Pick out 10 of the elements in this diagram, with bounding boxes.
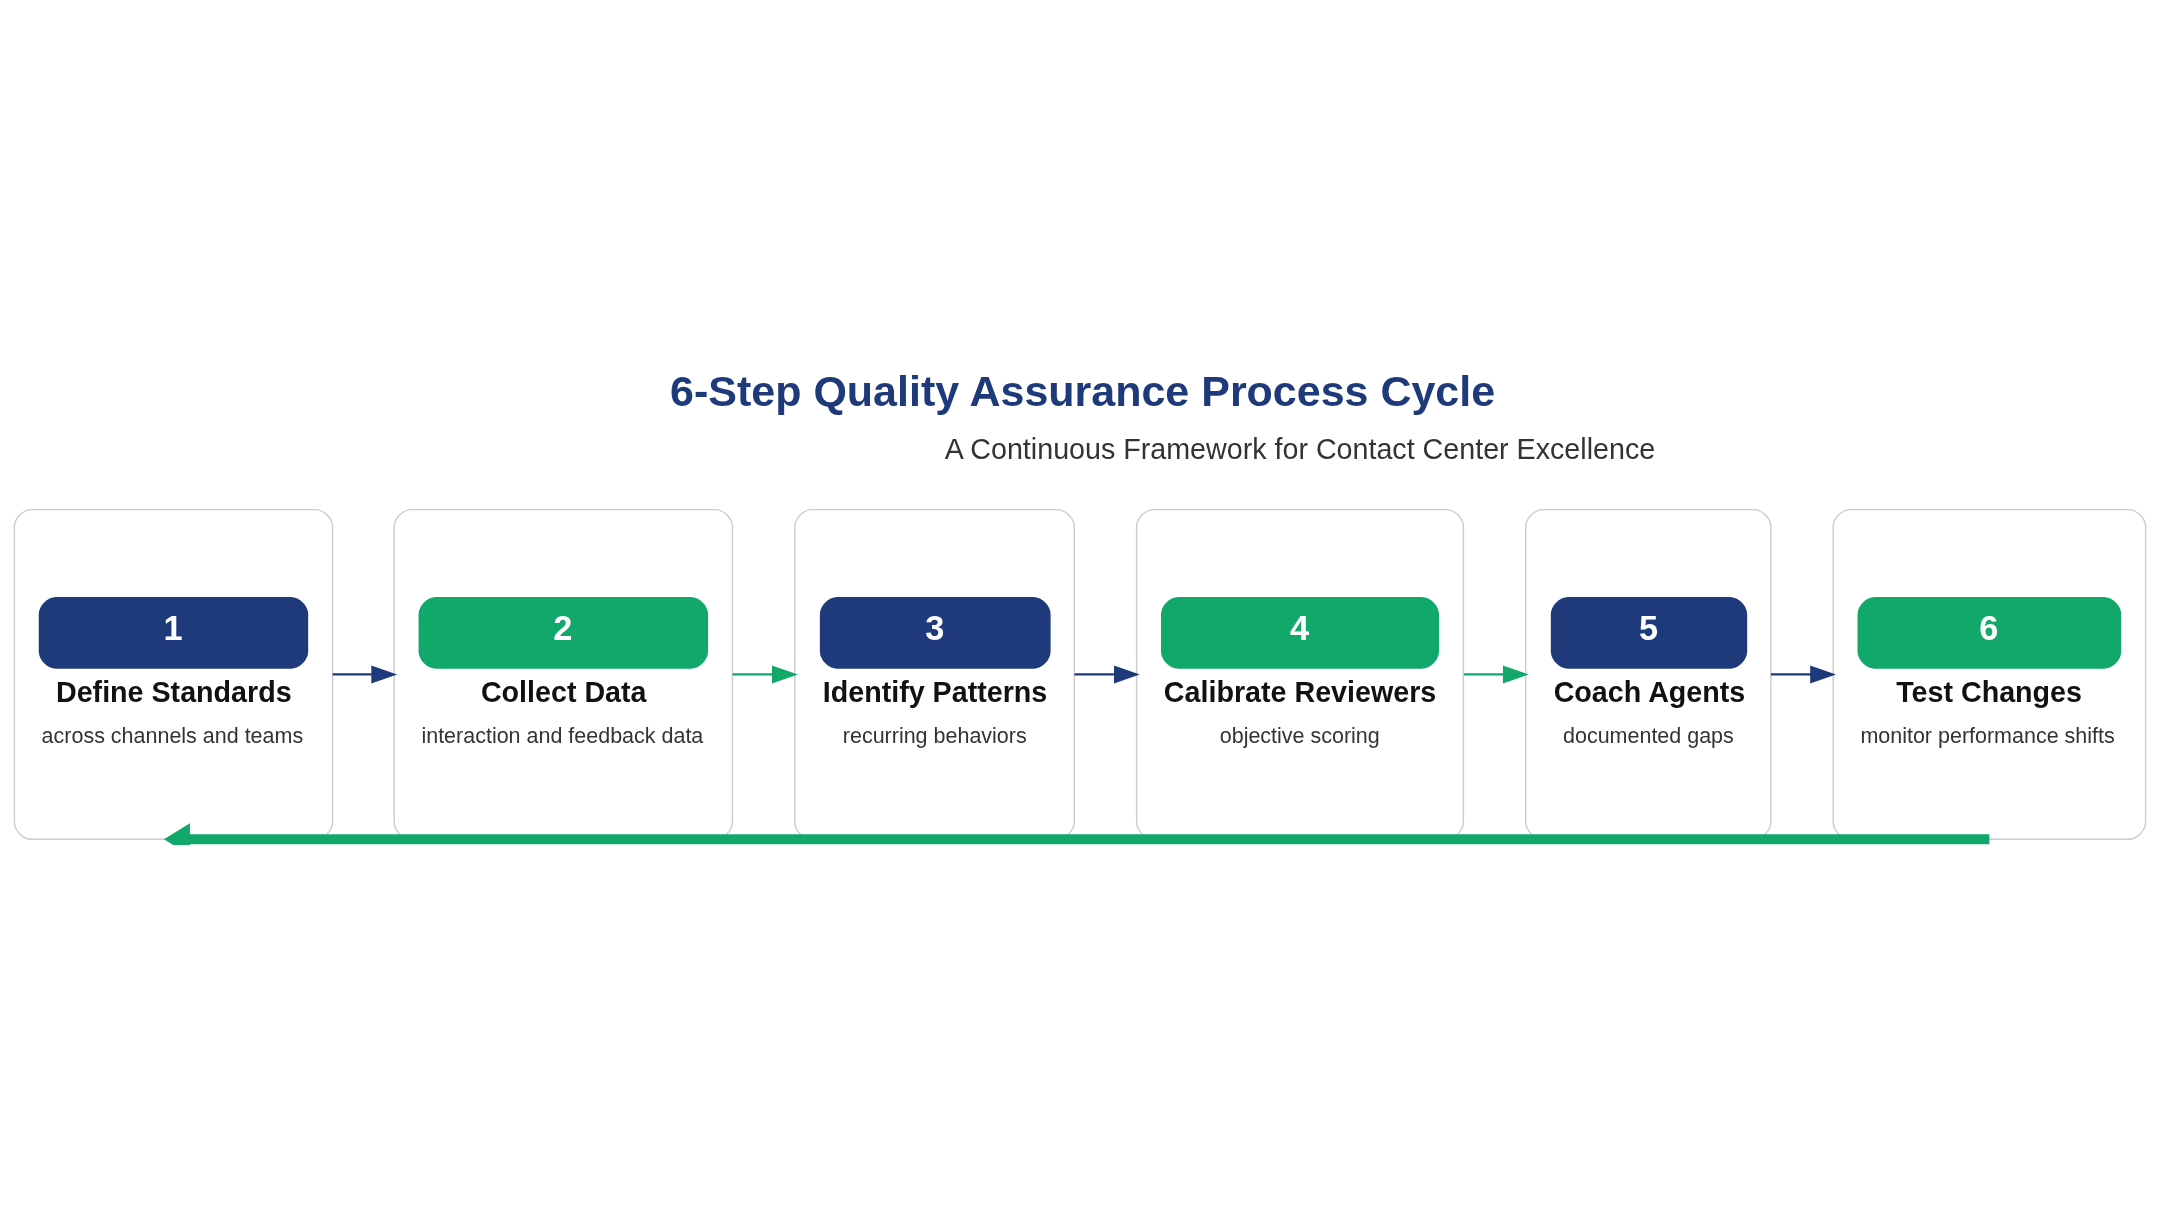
- diagram-title: 6-Step Quality Assurance Process Cycle: [670, 366, 1496, 415]
- arrow: [1770, 664, 1836, 683]
- arrow: [1074, 664, 1140, 683]
- arrow: [332, 664, 398, 683]
- label: A Continuous Framework for Contact Center Excellence: [944, 432, 1656, 465]
- arrow: [163, 822, 1990, 845]
- arrow: [1463, 664, 1529, 683]
- node-box: 1 Define Standards across channels and teams: [13, 508, 334, 840]
- node-box: 6 Test Changes monitor performance shifts: [1832, 508, 2147, 840]
- arrow: [732, 664, 798, 683]
